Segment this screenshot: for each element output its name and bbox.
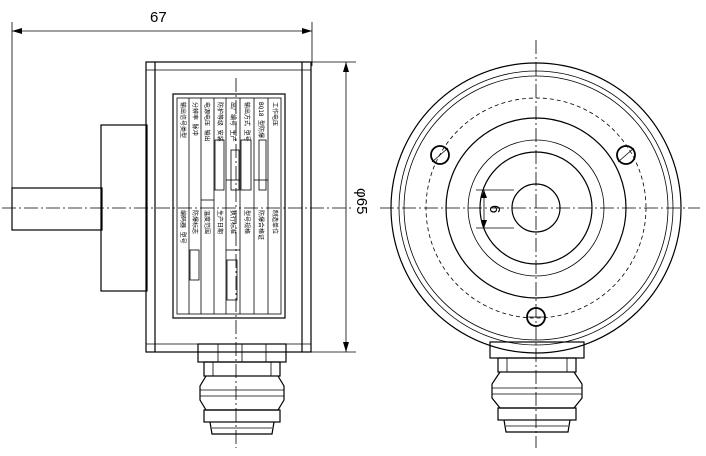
nameplate-line: 防护等级 安装: [216, 102, 224, 142]
nameplate-line: 防爆合格证: [257, 210, 265, 240]
housing: [145, 61, 312, 353]
nameplate-line: 防爆标志: [191, 210, 199, 234]
nameplate-line: 输出信号类型: [179, 102, 187, 138]
mounting-screw-left: [430, 145, 450, 165]
nameplate-line: 执行标准: [229, 210, 237, 234]
nameplate-line: 出厂编号 生产: [229, 102, 237, 142]
nameplate-line: 温度范围: [203, 210, 211, 234]
cable-gland-front: [489, 341, 585, 433]
nameplate-line: 电源电压 输出: [203, 102, 211, 142]
shaft: [11, 187, 103, 231]
nameplate-line: 分辨率 脉冲: [191, 102, 199, 136]
nameplate-line: 生产日期: [216, 210, 224, 234]
nameplate-line: 制造单位: [271, 210, 279, 234]
housing-diameter-dimension: φ65: [311, 61, 370, 353]
shaft-diameter-label: 6: [486, 205, 503, 213]
nameplate: 输出信号类型分辨率 脉冲电源电压 输出防护等级 安装出厂编号 生产输出方式 型号…: [172, 93, 286, 319]
housing-diameter-label: φ65: [353, 188, 370, 214]
cable-gland-side: [197, 343, 287, 435]
nameplate-line: 编码器 型号: [179, 210, 187, 244]
overall-length-label: 67: [150, 9, 167, 26]
nameplate-line: 输出方式 型号: [243, 102, 251, 142]
nameplate-line: 工作电压: [271, 102, 279, 126]
nameplate-line: 型号规格: [243, 210, 251, 234]
front-view: 6: [380, 40, 700, 448]
mounting-screw-right: [616, 145, 636, 165]
side-view: 67: [2, 9, 370, 448]
overall-length-dimension: 67: [11, 9, 313, 188]
shaft-diameter-dimension: 6: [476, 189, 514, 229]
nameplate-line: BQ18 型防爆: [257, 102, 265, 138]
